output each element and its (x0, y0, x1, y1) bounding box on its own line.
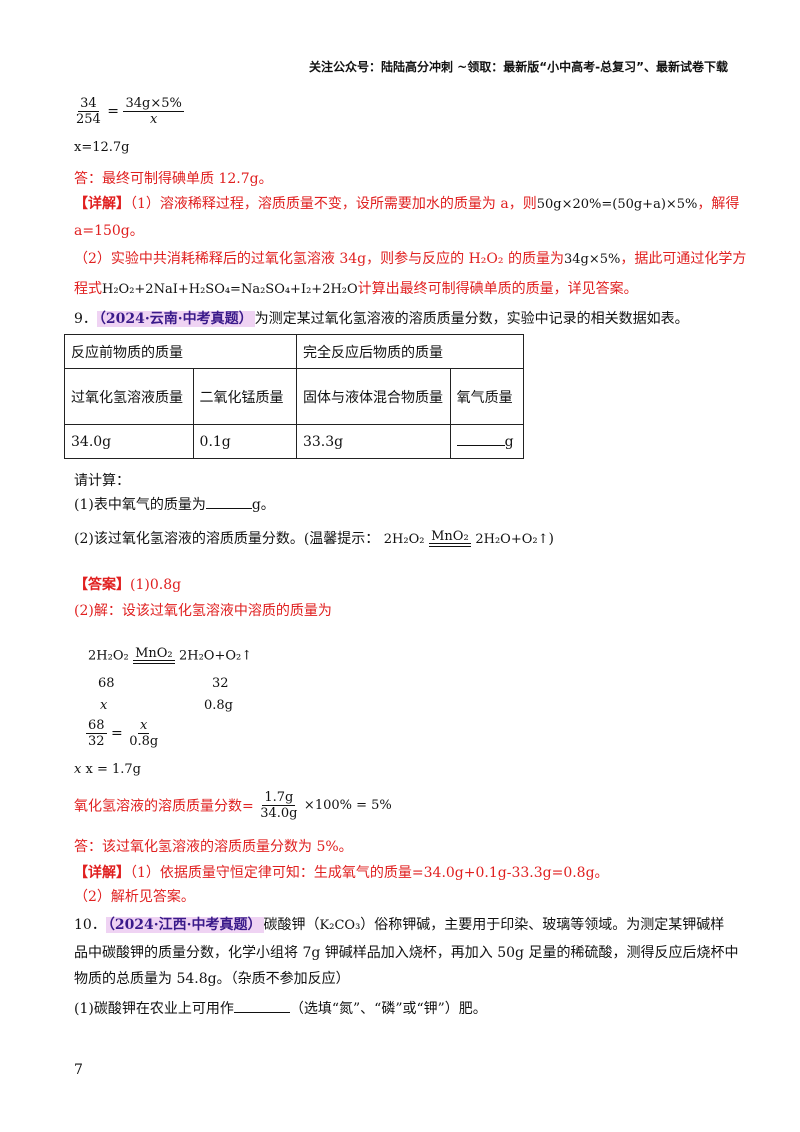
fraction: 34g×5% x (123, 96, 184, 127)
sub-question-2: (2)该过氧化氢溶液的溶质质量分数。(温馨提示： 2H₂O₂ MnO₂ 2H₂O… (74, 529, 554, 547)
fraction: 34 254 (76, 96, 101, 127)
table-cell-blank: g (449, 424, 525, 459)
page-header: 关注公众号：陆陆高分冲刺 ~领取：最新版“小中高考-总复习”、最新试卷下载 (309, 60, 728, 74)
known-right: 0.8g (204, 698, 233, 713)
solve-result: x x = 1.7g (74, 762, 141, 777)
table-cell: 33.3g (295, 424, 451, 459)
answer-9-line2: (2)解：设该过氧化氢溶液中溶质的质量为 (74, 603, 332, 619)
detail-8-line2: a=150g。 (74, 223, 144, 239)
reaction-equation: 2H₂O₂ MnO₂ 2H₂O+O₂↑ (88, 646, 253, 664)
table-cell: 氧气质量 (449, 368, 525, 425)
table-cell: 34.0g (64, 424, 194, 459)
molar-mass-left: 68 (98, 676, 115, 691)
proportion: 68 32 = x 0.8g (86, 718, 159, 749)
answer-9-line1: 【答案】(1)0.8g (74, 577, 182, 593)
answer-9-conclusion: 答：该过氧化氢溶液的溶质质量分数为 5%。 (74, 839, 353, 855)
detail-8-line3: （2）实验中共消耗稀释后的过氧化氢溶液 34g，则参与反应的 H₂O₂ 的质量为… (74, 251, 747, 267)
reaction-condition: MnO₂ (428, 530, 471, 547)
detail-9-line1: 【详解】（1）依据质量守恒定律可知：生成氧气的质量=34.0g+0.1g-33.… (74, 865, 609, 881)
proportion-equation: 34 254 = 34g×5% x (76, 96, 184, 127)
please-calc: 请计算： (74, 473, 130, 489)
unknown-left: x (100, 698, 108, 713)
source-badge: （2024·江西·中考真题） (105, 917, 264, 933)
detail-8-line1: 【详解】（1）溶液稀释过程，溶质质量不变，设所需要加水的质量为 a，则50g×2… (74, 196, 740, 212)
table-cell: 二氧化锰质量 (192, 368, 297, 425)
table-cell: 0.1g (192, 424, 297, 459)
table-cell: 固体与液体混合物质量 (295, 368, 451, 425)
question-10-line2: 品中碳酸钾的质量分数，化学小组将 7g 钾碱样品加入烧杯，再加入 50g 足量的… (74, 945, 739, 961)
answer-8: 答：最终可制得碘单质 12.7g。 (74, 171, 273, 187)
question-10-line4: (1)碳酸钾在农业上可用作（选填“氮”、“磷”或“钾”）肥。 (74, 1001, 487, 1017)
reaction-condition: MnO₂ (132, 647, 175, 664)
molar-mass-right: 32 (212, 676, 229, 691)
page-number: 7 (74, 1062, 83, 1078)
table-cell: 过氧化氢溶液质量 (64, 368, 194, 425)
detail-8-line4: 程式H₂O₂+2NaI+H₂SO₄=Na₂SO₄+I₂+2H₂O计算出最终可制得… (74, 281, 638, 297)
data-table: 反应前物质的质量 完全反应后物质的质量 过氧化氢溶液质量 二氧化锰质量 固体与液… (64, 334, 525, 459)
source-badge: （2024·云南·中考真题） (96, 311, 255, 327)
mass-fraction-line: 氧化氢溶液的溶质质量分数= 1.7g 34.0g ×100% = 5% (74, 790, 392, 821)
detail-9-line2: （2）解析见答案。 (74, 889, 195, 905)
result-line: x=12.7g (74, 140, 130, 155)
table-header: 反应前物质的质量 (64, 334, 297, 369)
table-header: 完全反应后物质的质量 (295, 334, 525, 369)
question-9: 9．（2024·云南·中考真题）为测定某过氧化氢溶液的溶质质量分数，实验中记录的… (74, 311, 689, 327)
question-10-line1: 10．（2024·江西·中考真题）碳酸钾（K₂CO₃）俗称钾碱，主要用于印染、玻… (74, 917, 725, 933)
question-10-line3: 物质的总质量为 54.8g。（杂质不参加反应） (74, 971, 350, 987)
